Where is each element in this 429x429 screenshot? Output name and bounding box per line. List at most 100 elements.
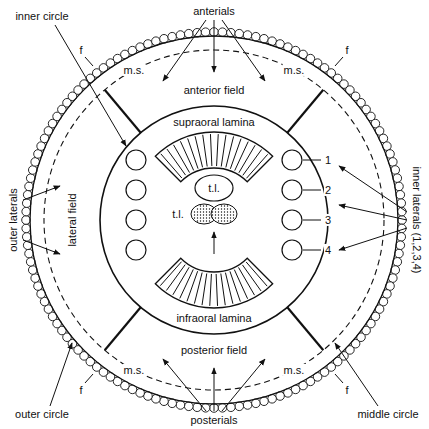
field-divider bbox=[287, 90, 323, 133]
stipple-dot bbox=[203, 208, 204, 209]
field-divider bbox=[105, 307, 141, 350]
stipple-dot bbox=[218, 220, 219, 221]
stipple-dot bbox=[227, 220, 228, 221]
papilla bbox=[282, 180, 302, 200]
stipple-dot bbox=[227, 211, 228, 212]
lamina-tooth-row bbox=[230, 139, 241, 169]
lamina-tooth-row bbox=[221, 135, 226, 167]
stipple-dot bbox=[209, 211, 210, 212]
stipple-dot bbox=[200, 205, 201, 206]
pointer-arrow bbox=[222, 359, 265, 411]
stipple-dot bbox=[203, 220, 204, 221]
stipple-dot bbox=[221, 205, 222, 206]
stipple-dot bbox=[221, 208, 222, 209]
stipple-dot bbox=[200, 208, 201, 209]
stipple-dot bbox=[206, 208, 207, 209]
stipple-dot bbox=[233, 217, 234, 218]
lamina-tooth-row bbox=[246, 154, 267, 178]
lamina-tooth-row bbox=[239, 145, 255, 173]
pointer-arrow bbox=[23, 186, 60, 200]
part-label: supraoral lamina bbox=[172, 116, 255, 128]
pointer-arrow bbox=[339, 166, 407, 212]
lamina-tooth-row bbox=[216, 274, 217, 306]
part-label: middle circle bbox=[356, 408, 419, 420]
leader-line bbox=[85, 374, 93, 383]
pointer-arrow bbox=[163, 359, 206, 411]
stipple-dot bbox=[206, 217, 207, 218]
papilla-bead bbox=[22, 216, 31, 225]
leader-lines bbox=[85, 57, 343, 383]
stipple bbox=[194, 205, 234, 221]
stipple-dot bbox=[200, 217, 201, 218]
stipple-dot bbox=[230, 208, 231, 209]
pointer-arrow bbox=[339, 228, 407, 250]
pointer-arrow bbox=[214, 232, 215, 254]
papilla-bead bbox=[218, 28, 227, 37]
region-label: posterials bbox=[189, 414, 238, 426]
outer-circle-line bbox=[30, 36, 398, 404]
lamina-tooth-row bbox=[180, 141, 193, 170]
lamina-tooth-row bbox=[173, 267, 189, 295]
papilla-bead bbox=[22, 224, 31, 233]
part-label: inner circle bbox=[14, 10, 69, 22]
part-label: m.s. bbox=[123, 364, 146, 376]
stipple-dot bbox=[215, 211, 216, 212]
papilla bbox=[282, 240, 302, 260]
leader-line bbox=[85, 57, 93, 66]
upper-jaw bbox=[195, 175, 233, 201]
stipple-dot bbox=[206, 214, 207, 215]
part-label: outer circle bbox=[14, 408, 70, 420]
lamina-tooth-row bbox=[225, 273, 232, 304]
pointer-arrow bbox=[163, 20, 206, 81]
stipple-dot bbox=[200, 211, 201, 212]
lamina-outline bbox=[155, 132, 272, 182]
stipple-dot bbox=[224, 220, 225, 221]
stipple-dot bbox=[227, 217, 228, 218]
lamina-tooth-row bbox=[167, 149, 186, 175]
stipple-dot bbox=[218, 214, 219, 215]
stipple-dot bbox=[200, 214, 201, 215]
papilla-bead bbox=[201, 28, 210, 37]
lamina-tooth-row bbox=[210, 274, 212, 306]
leader-line bbox=[303, 220, 321, 221]
part-label: m.s. bbox=[283, 364, 306, 376]
region-label: lateral field bbox=[66, 192, 78, 247]
part-label: f bbox=[78, 44, 83, 56]
stipple-dot bbox=[203, 217, 204, 218]
stipple-dot bbox=[200, 220, 201, 221]
stipple-dot bbox=[230, 211, 231, 212]
field-divider bbox=[287, 307, 323, 350]
stipple-dot bbox=[209, 214, 210, 215]
stipple-dot bbox=[194, 214, 195, 215]
lamina-tooth-row bbox=[174, 145, 190, 173]
stipple-dot bbox=[197, 220, 198, 221]
stipple-dot bbox=[230, 214, 231, 215]
laminae bbox=[155, 132, 272, 308]
lamina-tooth-row bbox=[221, 274, 225, 306]
region-label: inner laterals (1,2,3,4) bbox=[411, 166, 423, 275]
stipple-dot bbox=[203, 205, 204, 206]
middle-circle-line bbox=[44, 50, 384, 390]
stipple-dot bbox=[212, 208, 213, 209]
lamina bbox=[155, 258, 272, 308]
papilla bbox=[126, 150, 146, 170]
part-label: f bbox=[344, 384, 349, 396]
lamina-tooth-row bbox=[180, 269, 194, 298]
stipple-dot bbox=[224, 217, 225, 218]
stipple-dot bbox=[218, 217, 219, 218]
stipple-dot bbox=[230, 217, 231, 218]
part-label: m.s. bbox=[123, 64, 146, 76]
stipple-dot bbox=[212, 217, 213, 218]
papillae-ring bbox=[22, 28, 407, 413]
stipple-dot bbox=[221, 214, 222, 215]
region-label: outer laterals bbox=[7, 187, 19, 253]
lamina-tooth-row bbox=[187, 271, 198, 301]
part-label: f bbox=[344, 44, 349, 56]
stipple-dot bbox=[212, 214, 213, 215]
region-label: anterials bbox=[192, 5, 236, 17]
stipple-dot bbox=[224, 208, 225, 209]
papilla bbox=[126, 210, 146, 230]
region-label: posterior field bbox=[180, 344, 248, 356]
